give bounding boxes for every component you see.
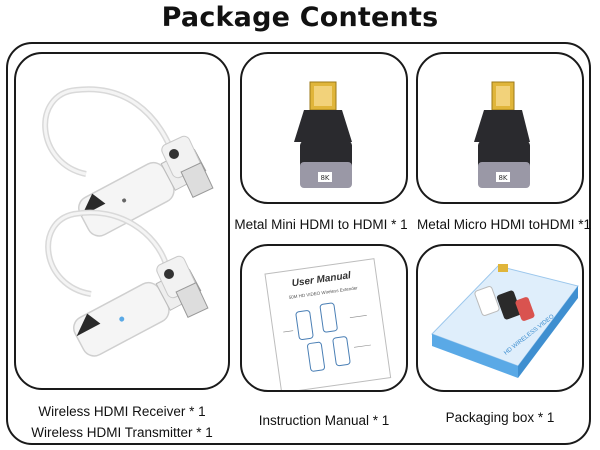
manual-panel: User Manual 50M HD VIDEO Wireless Extend…: [240, 244, 408, 392]
mini-hdmi-adapter-illustration: 8K: [294, 81, 352, 188]
caption-packaging-box: Packaging box * 1: [445, 410, 555, 425]
caption-receiver: Wireless HDMI Receiver * 1: [38, 404, 206, 419]
micro-hdmi-panel: 8K: [416, 52, 584, 204]
receiver-usb-plug: [161, 135, 214, 199]
micro-adapter-badge: 8K: [498, 174, 507, 182]
mini-adapter-badge: 8K: [320, 174, 329, 182]
receiver-transmitter-panel: [14, 52, 230, 390]
caption-mini-hdmi: Metal Mini HDMI to HDMI * 1: [234, 217, 408, 232]
packaging-box-panel: HD WIRELESS VIDEO: [416, 244, 584, 392]
wireless-hdmi-kit-illustration: [42, 86, 214, 357]
instruction-manual-illustration: User Manual 50M HD VIDEO Wireless Extend…: [264, 258, 392, 390]
caption-manual: Instruction Manual * 1: [258, 413, 390, 428]
packaging-box-illustration: HD WIRELESS VIDEO: [431, 264, 579, 378]
mini-hdmi-panel: 8K: [240, 52, 408, 204]
caption-micro-hdmi: Metal Micro HDMI toHDMI *1: [416, 217, 592, 232]
page-title: Package Contents: [161, 2, 439, 33]
contents-frame: [6, 42, 591, 445]
transmitter-usb-plug: [156, 255, 209, 319]
caption-transmitter: Wireless HDMI Transmitter * 1: [31, 425, 213, 440]
micro-hdmi-adapter-illustration: 8K: [474, 81, 530, 188]
